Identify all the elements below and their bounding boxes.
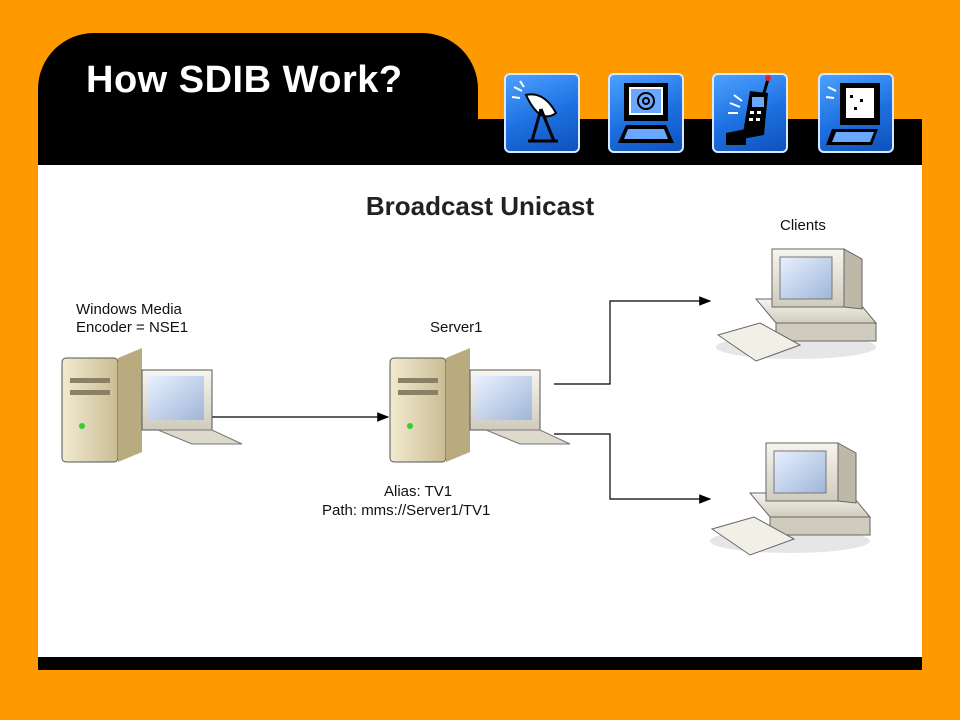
encoder-label: Windows Media Encoder = NSE1: [76, 301, 188, 337]
email-computer-icon: [608, 73, 684, 153]
header-bar: [38, 119, 922, 165]
content-area: Broadcast Unicast: [38, 165, 922, 657]
server-alias: Alias: TV1: [384, 483, 453, 500]
client-computer-2: [710, 442, 872, 556]
slide-title: How SDIB Work?: [86, 59, 403, 101]
encoder-label-line2: Encoder = NSE1: [76, 319, 189, 336]
satellite-dish-icon: [504, 73, 580, 153]
server-label: Server1: [430, 319, 483, 336]
slide-header: How SDIB Work?: [38, 33, 922, 165]
server-computer: [389, 348, 571, 463]
mobile-phone-icon: [712, 73, 788, 153]
network-diagram: [61, 248, 878, 556]
clients-label: Clients: [780, 217, 826, 234]
client-computer-1: [716, 248, 878, 362]
encoder-label-line1: Windows Media: [76, 301, 182, 318]
encoder-computer: [61, 348, 243, 463]
server-path: Path: mms://Server1/TV1: [322, 502, 491, 519]
server-to-client1-arrow: [554, 296, 712, 385]
server-to-client2-arrow: [554, 433, 712, 504]
kiosk-computer-icon: [818, 73, 894, 153]
diagram-title: Broadcast Unicast: [365, 191, 595, 221]
footer-bar: [38, 657, 922, 670]
